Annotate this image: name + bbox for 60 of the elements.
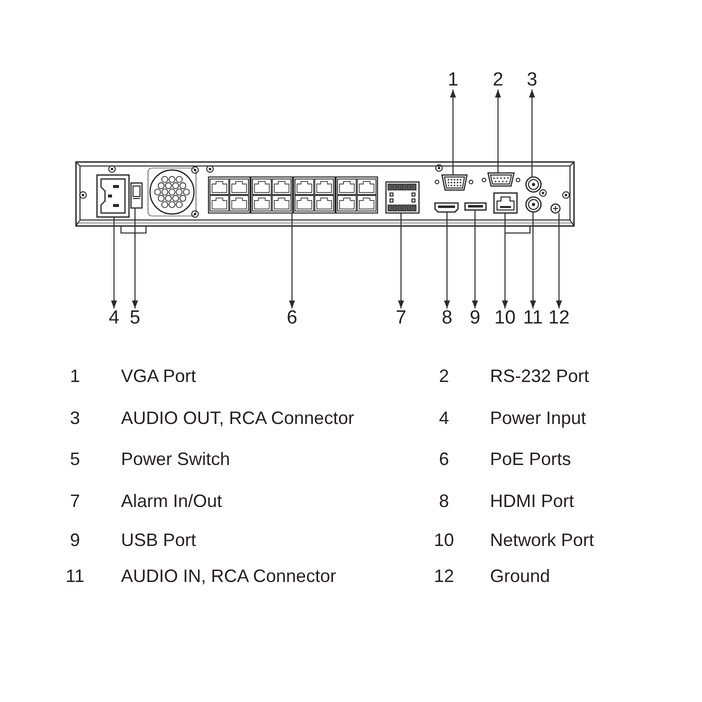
callout-number: 12 <box>548 308 570 328</box>
leader-line <box>450 89 456 176</box>
leader-line <box>444 212 450 309</box>
leader-line <box>472 210 478 309</box>
rocker-switch <box>130 182 143 209</box>
leader-line <box>111 216 117 309</box>
usb-port <box>464 202 487 211</box>
hdmi-port <box>434 202 459 213</box>
leader-line <box>530 212 536 309</box>
ground-terminal <box>550 203 561 214</box>
rca-jack <box>525 176 542 193</box>
callout-number: 9 <box>470 308 480 328</box>
key-number: 6 <box>439 449 449 469</box>
part-name: AUDIO IN, RCA Connector <box>121 566 336 586</box>
key-number: 7 <box>70 491 80 511</box>
part-name: Alarm In/Out <box>121 491 222 511</box>
part-name: Ground <box>490 566 550 586</box>
leader-line <box>289 212 295 309</box>
leader-line <box>398 212 404 309</box>
callout-number: 1 <box>448 70 458 90</box>
key-number: 3 <box>70 408 80 428</box>
callout-number: 10 <box>494 308 516 328</box>
leader-line <box>502 212 508 309</box>
callout-number: 8 <box>442 308 452 328</box>
key-number: 4 <box>439 408 449 428</box>
leader-line <box>132 208 138 309</box>
rca-jack <box>525 196 542 213</box>
key-number: 11 <box>66 566 84 586</box>
callout-number: 3 <box>526 70 538 90</box>
callout-number: 2 <box>492 70 504 90</box>
part-name: Network Port <box>490 530 594 550</box>
power-inlet <box>96 174 130 218</box>
part-name: Power Switch <box>121 449 230 469</box>
terminal-block <box>385 181 420 214</box>
callout-number: 6 <box>286 308 298 328</box>
part-name: HDMI Port <box>490 491 574 511</box>
part-name: Power Input <box>490 408 586 428</box>
key-number: 8 <box>439 491 449 511</box>
rj45-port <box>493 192 518 214</box>
key-number: 5 <box>70 449 80 469</box>
leader-line <box>529 89 535 178</box>
key-number: 1 <box>70 366 80 386</box>
leader-line <box>495 89 501 174</box>
key-number: 10 <box>434 530 454 550</box>
callout-number: 5 <box>130 308 140 328</box>
rj45-port-array <box>208 176 378 214</box>
part-name: AUDIO OUT, RCA Connector <box>121 408 354 428</box>
callout-number: 11 <box>523 308 543 328</box>
leader-line <box>556 212 562 309</box>
db9-connector <box>487 172 515 187</box>
key-number: 12 <box>434 566 454 586</box>
key-number: 2 <box>439 366 449 386</box>
key-number: 9 <box>70 530 80 550</box>
part-name: RS-232 Port <box>490 366 590 386</box>
vga-connector <box>441 174 468 191</box>
callout-number: 4 <box>108 308 120 328</box>
callout-number: 7 <box>396 308 406 328</box>
part-name: USB Port <box>121 530 196 550</box>
part-name: VGA Port <box>121 366 196 386</box>
part-name: PoE Ports <box>490 449 572 469</box>
